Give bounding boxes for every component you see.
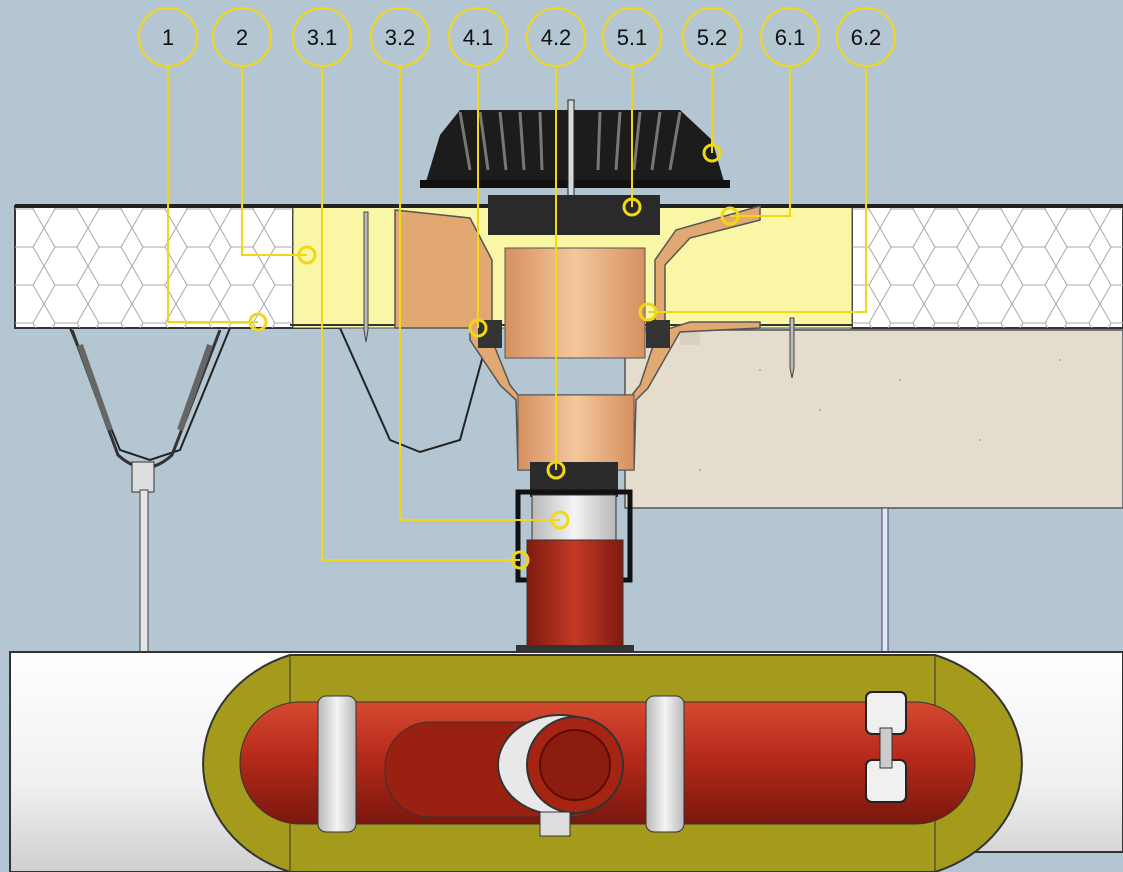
marker-3-2	[550, 510, 570, 530]
insulation-board-left	[14, 205, 294, 329]
callout-5-2: 5.2	[682, 7, 742, 67]
callout-5-1: 5.1	[602, 7, 662, 67]
marker-2	[297, 245, 317, 265]
marker-4-1	[468, 318, 488, 338]
callout-6-1: 6.1	[760, 7, 820, 67]
callout-4-1-label: 4.1	[463, 25, 494, 50]
leaf-guard-grate	[420, 99, 730, 231]
clip-right	[865, 691, 907, 803]
callout-5-1-label: 5.1	[617, 25, 648, 50]
callout-3-1-label: 3.1	[307, 25, 338, 50]
callout-6-2-label: 6.2	[851, 25, 882, 50]
callout-2: 2	[212, 7, 272, 67]
concrete-slab	[624, 329, 1123, 509]
callout-6-1-label: 6.1	[775, 25, 806, 50]
marker-1	[248, 312, 268, 332]
callout-5-2-label: 5.2	[697, 25, 728, 50]
hanger-bracket	[70, 329, 222, 653]
insulation-board-right	[851, 205, 1123, 329]
support-rod	[881, 507, 889, 655]
callout-1-label: 1	[162, 25, 174, 50]
sealing-ring-right	[646, 320, 670, 348]
coupling-left	[317, 695, 357, 833]
marker-3-1	[510, 550, 530, 570]
marker-4-2	[546, 460, 566, 480]
callout-leaders	[167, 66, 867, 561]
coupling-right	[645, 695, 685, 833]
callout-markers	[248, 143, 740, 570]
callout-3-1: 3.1	[292, 7, 352, 67]
callout-3-2-label: 3.2	[385, 25, 416, 50]
nail-right	[789, 317, 795, 379]
elbow-fitting	[497, 714, 624, 837]
nail-left	[363, 211, 369, 343]
marker-6-2	[638, 302, 658, 322]
marker-5-2	[702, 143, 722, 163]
grey-sleeve	[531, 494, 617, 541]
callout-3-2: 3.2	[370, 7, 430, 67]
callout-4-2: 4.2	[526, 7, 586, 67]
callout-1: 1	[138, 7, 198, 67]
callout-2-label: 2	[236, 25, 248, 50]
callout-6-2: 6.2	[836, 7, 896, 67]
marker-6-1	[720, 206, 740, 226]
marker-5-1	[622, 197, 642, 217]
callout-4-2-label: 4.2	[541, 25, 572, 50]
callout-badges: 1 2 3.1 3.2 4.1 4.2 5.1 5.2	[138, 7, 896, 67]
callout-4-1: 4.1	[448, 7, 508, 67]
